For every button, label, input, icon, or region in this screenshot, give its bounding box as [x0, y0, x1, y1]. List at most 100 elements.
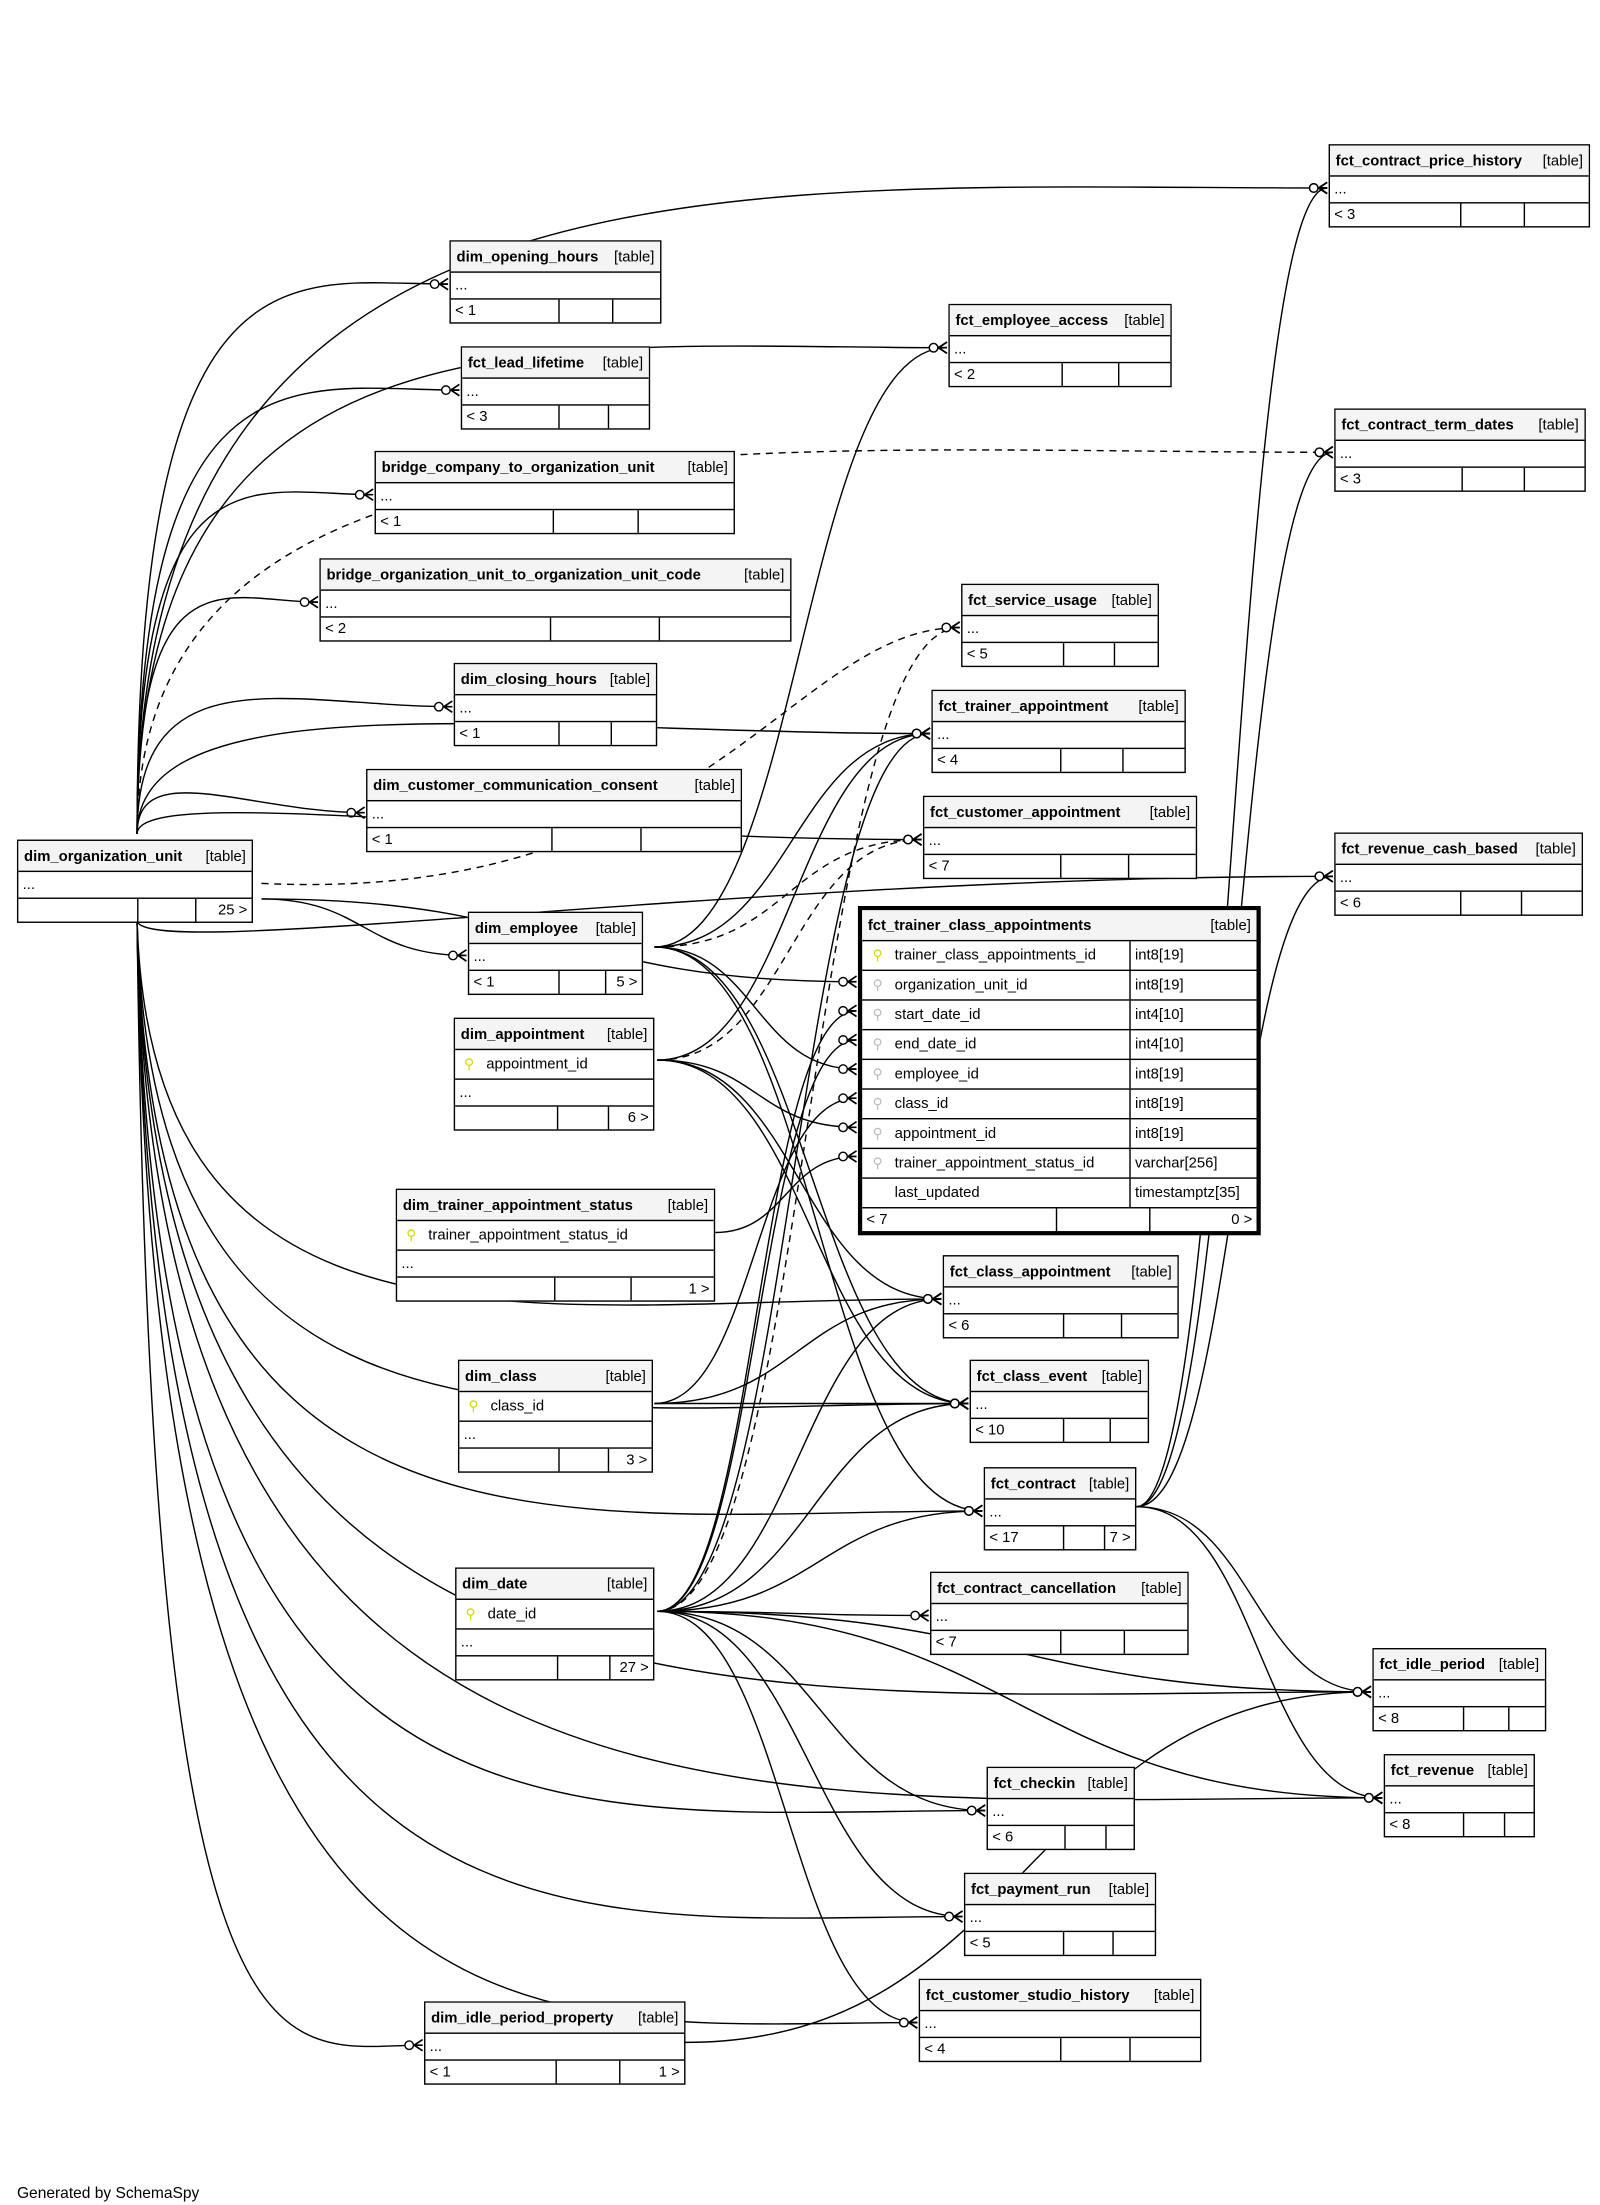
parent-count[interactable]: < 7 [931, 1631, 1062, 1654]
parent-count[interactable]: < 3 [1336, 467, 1463, 491]
child-count[interactable] [1506, 1813, 1534, 1836]
child-count[interactable] [1115, 643, 1158, 666]
child-count[interactable]: 27 > [619, 1659, 649, 1677]
table-fct-revenue[interactable]: fct_revenue[table]...< 8 [1383, 1754, 1535, 1838]
more-columns[interactable]: ... [1330, 177, 1589, 204]
parent-count[interactable]: < 1 [469, 971, 561, 994]
more-columns[interactable]: ... [1335, 441, 1585, 468]
more-columns[interactable]: ... [971, 1392, 1148, 1420]
more-columns[interactable]: ... [375, 483, 734, 511]
table-fct-contract-price-history[interactable]: fct_contract_price_history[table]...< 3 [1328, 144, 1591, 228]
table-fct-employee-access[interactable]: fct_employee_access[table]...< 2 [948, 303, 1172, 388]
child-count[interactable] [1523, 892, 1582, 915]
more-columns[interactable]: ... [455, 695, 656, 723]
table-dim-trainer-appointment-status[interactable]: dim_trainer_appointment_status[table]⚲tr… [395, 1188, 716, 1302]
child-count[interactable]: 1 > [658, 2063, 680, 2081]
table-fct-lead-lifetime[interactable]: fct_lead_lifetime[table]...< 3 [460, 346, 651, 430]
more-columns[interactable]: ... [932, 722, 1185, 750]
parent-count[interactable] [18, 898, 138, 922]
parent-count[interactable] [459, 1448, 560, 1472]
child-count[interactable] [1130, 2038, 1200, 2061]
more-columns[interactable]: ... [18, 872, 252, 899]
child-count[interactable] [1526, 204, 1589, 227]
child-count[interactable] [639, 510, 734, 533]
more-columns[interactable]: ... [455, 1080, 653, 1107]
parent-count[interactable]: < 1 [451, 299, 560, 323]
more-columns[interactable]: ... [920, 2011, 1200, 2039]
child-count[interactable] [1124, 749, 1185, 772]
child-count[interactable] [660, 618, 790, 641]
child-count[interactable] [1120, 363, 1171, 386]
more-columns[interactable]: ... [944, 1288, 1178, 1315]
more-columns[interactable]: ... [425, 2034, 685, 2061]
child-count[interactable] [1111, 1419, 1148, 1442]
more-columns[interactable]: ... [397, 1251, 714, 1278]
more-columns[interactable]: ... [450, 273, 661, 300]
parent-count[interactable]: < 8 [1385, 1813, 1465, 1837]
more-columns[interactable]: ... [469, 944, 642, 972]
table-bridge-organization-unit-to-organization-unit-code[interactable]: bridge_organization_unit_to_organization… [319, 558, 792, 642]
table-dim-closing-hours[interactable]: dim_closing_hours[table]...< 1 [453, 662, 658, 747]
more-columns[interactable]: ... [320, 591, 791, 618]
table-dim-class[interactable]: dim_class[table]⚲class_id...3 > [457, 1359, 653, 1473]
child-count[interactable] [1114, 1932, 1155, 1955]
parent-count[interactable]: < 8 [1374, 1707, 1465, 1731]
more-columns[interactable]: ... [924, 828, 1196, 856]
child-count[interactable] [1525, 468, 1585, 491]
table-fct-service-usage[interactable]: fct_service_usage[table]...< 5 [961, 583, 1159, 668]
table-dim-organization-unit[interactable]: dim_organization_unit[table]...25 > [16, 839, 253, 923]
parent-count[interactable]: < 6 [988, 1826, 1067, 1849]
parent-count[interactable]: < 5 [963, 643, 1065, 666]
parent-count[interactable]: < 7 [862, 1208, 1058, 1232]
child-count[interactable]: 3 > [626, 1451, 648, 1469]
table-fct-class-event[interactable]: fct_class_event[table]...< 10 [969, 1359, 1150, 1444]
table-dim-opening-hours[interactable]: dim_opening_hours[table]...< 1 [449, 240, 662, 324]
parent-count[interactable]: < 10 [971, 1419, 1064, 1442]
more-columns[interactable]: ... [462, 379, 649, 406]
more-columns[interactable]: ... [962, 616, 1158, 644]
table-fct-payment-run[interactable]: fct_payment_run[table]...< 5 [963, 1872, 1157, 1957]
parent-count[interactable]: < 1 [376, 510, 554, 533]
child-count[interactable] [1107, 1826, 1134, 1849]
parent-count[interactable]: < 4 [920, 2038, 1062, 2061]
more-columns[interactable]: ... [456, 1630, 653, 1657]
more-columns[interactable]: ... [367, 801, 741, 829]
more-columns[interactable]: ... [459, 1422, 652, 1449]
parent-count[interactable]: < 6 [1336, 891, 1462, 915]
child-count[interactable] [613, 300, 660, 323]
table-dim-appointment[interactable]: dim_appointment[table]⚲appointment_id...… [453, 1017, 655, 1131]
more-columns[interactable]: ... [965, 1905, 1155, 1933]
parent-count[interactable]: < 4 [933, 749, 1061, 772]
parent-count[interactable]: < 7 [924, 855, 1062, 878]
parent-count[interactable]: < 1 [425, 2060, 557, 2084]
more-columns[interactable]: ... [987, 1799, 1134, 1827]
more-columns[interactable]: ... [985, 1500, 1135, 1527]
child-count[interactable] [1510, 1707, 1545, 1730]
parent-count[interactable] [457, 1656, 559, 1680]
more-columns[interactable]: ... [1373, 1681, 1545, 1708]
child-count[interactable]: 25 > [218, 901, 248, 919]
parent-count[interactable] [455, 1106, 559, 1130]
more-columns[interactable]: ... [949, 336, 1171, 364]
child-count[interactable]: 5 > [616, 973, 638, 991]
table-dim-customer-communication-consent[interactable]: dim_customer_communication_consent[table… [366, 768, 743, 853]
parent-count[interactable]: < 5 [965, 1932, 1065, 1955]
parent-count[interactable]: < 17 [985, 1526, 1065, 1550]
table-fct-idle-period[interactable]: fct_idle_period[table]...< 8 [1372, 1648, 1547, 1732]
child-count[interactable] [1129, 855, 1196, 878]
table-fct-customer-appointment[interactable]: fct_customer_appointment[table]...< 7 [922, 795, 1198, 880]
child-count[interactable] [641, 828, 741, 851]
parent-count[interactable]: < 3 [1330, 203, 1462, 227]
child-count[interactable]: 7 > [1109, 1529, 1131, 1547]
child-count[interactable] [1123, 1314, 1178, 1337]
more-columns[interactable]: ... [1335, 865, 1582, 892]
parent-count[interactable]: < 2 [321, 617, 552, 641]
table-fct-contract-cancellation[interactable]: fct_contract_cancellation[table]...< 7 [930, 1571, 1189, 1656]
child-count[interactable] [611, 722, 655, 745]
table-dim-date[interactable]: dim_date[table]⚲date_id...27 > [455, 1567, 655, 1681]
table-fct-trainer-class-appointments[interactable]: fct_trainer_class_appointments[table]⚲tr… [857, 905, 1261, 1236]
parent-count[interactable]: < 3 [462, 405, 560, 429]
table-fct-checkin[interactable]: fct_checkin[table]...< 6 [986, 1766, 1135, 1851]
table-fct-class-appointment[interactable]: fct_class_appointment[table]...< 6 [942, 1255, 1179, 1339]
